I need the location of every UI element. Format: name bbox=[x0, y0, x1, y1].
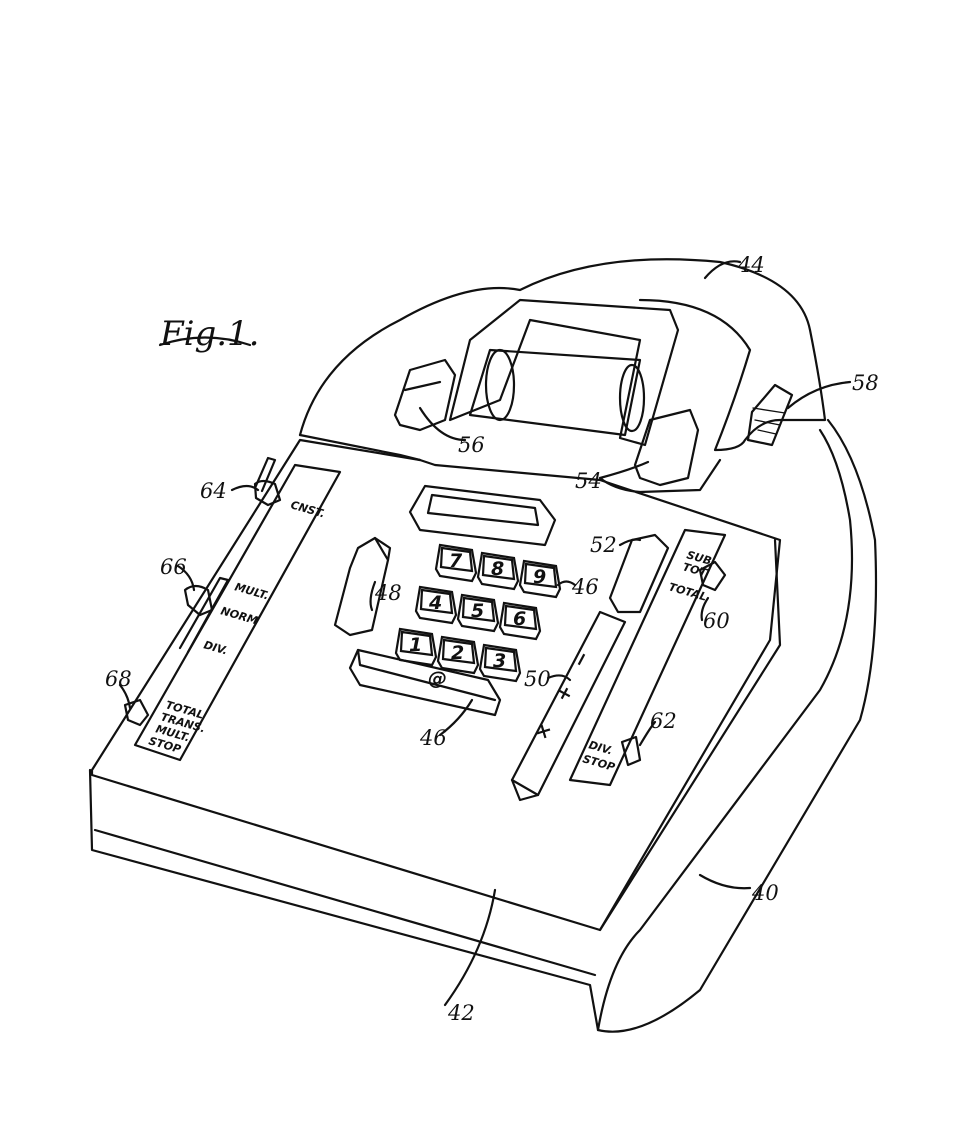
key-label-8: 8 bbox=[491, 558, 504, 580]
leader-40 bbox=[698, 873, 752, 890]
ref-54: 54 bbox=[575, 469, 602, 493]
ref-50: 50 bbox=[524, 667, 551, 691]
lever-knob-66 bbox=[183, 584, 214, 617]
paper-roll-left-end bbox=[484, 348, 516, 422]
ref-56: 56 bbox=[458, 433, 485, 457]
ref-48: 48 bbox=[374, 581, 402, 605]
stop-lever-68 bbox=[123, 698, 150, 727]
key-label-7: 7 bbox=[449, 550, 463, 572]
key-label-4: 4 bbox=[428, 592, 442, 614]
right-paper-lever bbox=[633, 408, 700, 487]
left-control-panel bbox=[133, 463, 342, 762]
ref-46b: 46 bbox=[419, 726, 447, 750]
left-slot-lower bbox=[178, 576, 230, 654]
leader-58 bbox=[786, 380, 852, 410]
leader-68 bbox=[118, 683, 132, 710]
left-slot-upper bbox=[253, 456, 277, 493]
bar-key-46 bbox=[348, 648, 502, 717]
ref-64: 64 bbox=[200, 479, 227, 503]
key-8 bbox=[476, 551, 520, 591]
left-paper-lever bbox=[393, 358, 457, 432]
key-label-2: 2 bbox=[451, 642, 464, 664]
leader-60 bbox=[700, 596, 710, 622]
ref-60: 60 bbox=[703, 609, 730, 633]
ref-46a: 46 bbox=[571, 575, 599, 599]
op-plus: + bbox=[551, 681, 578, 705]
key-7 bbox=[434, 543, 478, 583]
op-minus: − bbox=[568, 647, 595, 671]
key-5 bbox=[456, 593, 500, 633]
base-front-lip bbox=[93, 828, 597, 977]
leader-48 bbox=[369, 580, 377, 612]
leader-54 bbox=[598, 460, 650, 480]
leader-50 bbox=[546, 674, 572, 682]
key-9 bbox=[518, 559, 562, 599]
ref-58: 58 bbox=[852, 371, 879, 395]
lever-knob-64 bbox=[253, 479, 282, 507]
key-label-6: 6 bbox=[513, 608, 526, 630]
right-control-panel bbox=[568, 528, 727, 787]
key-3 bbox=[478, 643, 522, 683]
leader-62 bbox=[638, 720, 657, 747]
key-label-9: 9 bbox=[533, 566, 546, 588]
key-label-5: 5 bbox=[471, 600, 484, 622]
label-cnst: CNST. bbox=[289, 498, 326, 520]
ref-52: 52 bbox=[590, 533, 617, 557]
printer-hood-right-shoulder bbox=[598, 458, 722, 494]
bar-key-symbol: @ bbox=[428, 668, 447, 690]
printer-hood-left-shoulder bbox=[298, 433, 422, 462]
ref-44: 44 bbox=[737, 253, 765, 277]
leader-44 bbox=[703, 260, 742, 280]
figure-title: Fig.1. bbox=[159, 314, 259, 354]
key-2 bbox=[436, 635, 480, 675]
paper-roll-right-end bbox=[618, 363, 646, 433]
base-housing-outline bbox=[88, 418, 878, 1033]
paper-roll bbox=[468, 348, 642, 437]
label-mult: MULT. bbox=[233, 580, 270, 602]
lever-knob-60 bbox=[698, 560, 727, 592]
leader-42 bbox=[443, 888, 497, 1007]
label-div: DIV. bbox=[202, 638, 229, 657]
label-right-div: DIV. bbox=[587, 738, 614, 757]
leader-52 bbox=[618, 538, 642, 547]
function-key-48 bbox=[333, 536, 390, 637]
operation-bar-50 bbox=[510, 610, 627, 797]
div-stop-knob-62 bbox=[620, 735, 642, 767]
leader-66 bbox=[176, 564, 196, 592]
leader-56 bbox=[418, 406, 467, 442]
key-4 bbox=[414, 585, 458, 625]
key-label-1: 1 bbox=[409, 634, 422, 656]
fig-underline bbox=[158, 336, 252, 347]
key-1 bbox=[394, 627, 438, 667]
printer-hood-outline bbox=[298, 258, 827, 452]
key-6 bbox=[498, 601, 542, 641]
leader-46b bbox=[438, 698, 474, 737]
key-52 bbox=[608, 533, 670, 614]
display-window bbox=[408, 484, 557, 547]
key-label-3: 3 bbox=[493, 650, 506, 672]
ref-40: 40 bbox=[751, 881, 779, 905]
ref-66: 66 bbox=[160, 555, 187, 579]
label-right-stop: STOP bbox=[581, 752, 616, 774]
base-housing-inner-curve bbox=[596, 428, 854, 1032]
paper-window-frame bbox=[448, 298, 680, 447]
ref-68: 68 bbox=[105, 667, 132, 691]
ref-62: 62 bbox=[650, 709, 677, 733]
ref-42: 42 bbox=[447, 1001, 475, 1025]
leader-64 bbox=[230, 484, 260, 492]
label-norm: NORM bbox=[219, 604, 259, 627]
numeric-keypad: 7 8 9 4 5 6 1 2 3 bbox=[394, 543, 562, 683]
side-thumbwheel bbox=[746, 383, 794, 447]
